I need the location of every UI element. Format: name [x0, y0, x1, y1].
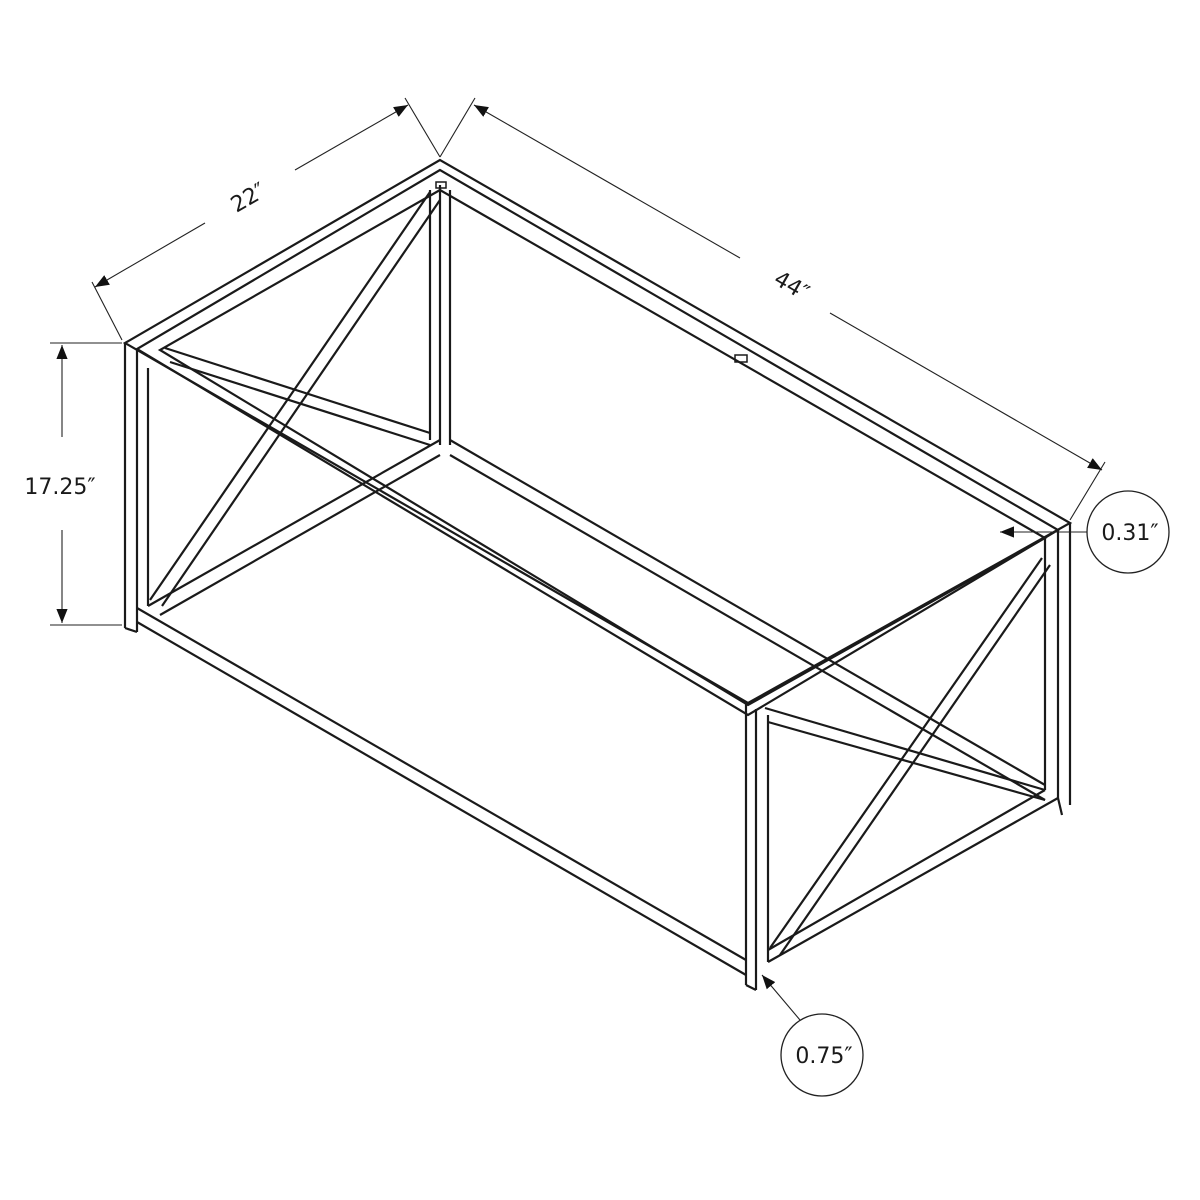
leg-front-right — [744, 703, 770, 991]
callout-inset — [1086, 490, 1170, 574]
leg-back-right — [1043, 523, 1072, 816]
glass-clip — [435, 181, 447, 189]
bottom-rails — [136, 439, 1059, 976]
dim-length-label: 44″ — [769, 266, 813, 306]
dimension-lines — [50, 97, 1106, 1021]
top-frame-inner — [157, 188, 1048, 707]
top-frame-outer — [122, 158, 1073, 705]
dim-height-label: 17.25″ — [24, 475, 95, 500]
dim-inset-label: 0.31″ — [1101, 521, 1158, 546]
callout-tube — [780, 1013, 864, 1097]
table-frame — [122, 158, 1073, 991]
dim-tube-arrow — [761, 974, 801, 1021]
leg-front-left — [123, 343, 150, 634]
leg-back-left — [428, 185, 452, 445]
glass-clip — [734, 354, 748, 363]
dim-44-arrow-right — [829, 312, 1103, 471]
dim-22-arrow-right — [294, 104, 409, 171]
dim-depth-label: 22″ — [227, 178, 271, 218]
dim-tube-label: 0.75″ — [795, 1044, 852, 1069]
x-brace-left — [149, 191, 441, 607]
dim-44-arrow-left — [473, 104, 741, 259]
top-frame-mid — [134, 168, 1061, 717]
x-brace-right — [764, 557, 1051, 956]
dim-22-arrow-left — [94, 222, 206, 288]
